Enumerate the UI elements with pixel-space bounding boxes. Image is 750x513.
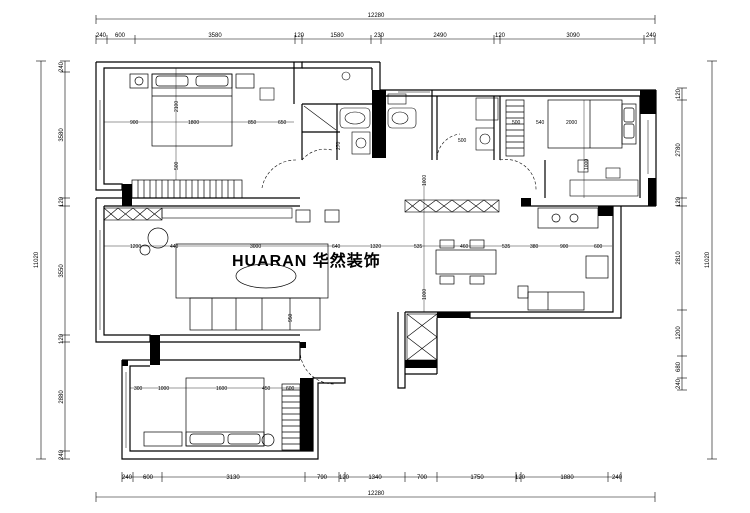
bathroom-fixtures bbox=[303, 71, 417, 155]
bottom-dim-9: 120 bbox=[515, 475, 526, 481]
lv-dim-3000: 3000 bbox=[250, 244, 261, 250]
cabinet-x-hatch-entry bbox=[406, 313, 438, 361]
mb-dim-850: 850 bbox=[248, 120, 257, 126]
bottom-dim-8: 1750 bbox=[470, 475, 484, 481]
top-overall-dimension: 12280 bbox=[368, 13, 385, 19]
wardrobe-third bbox=[281, 383, 301, 451]
mb-dim-650: 650 bbox=[278, 120, 287, 126]
tb-dim-1000: 1000 bbox=[158, 386, 169, 392]
cabinet-x-hatch-hall bbox=[404, 199, 500, 213]
bottom-dim-7: 700 bbox=[417, 475, 428, 481]
top-dim-3: 3580 bbox=[208, 33, 222, 39]
top-dim-9: 3090 bbox=[566, 33, 580, 39]
right-dim-4: 2810 bbox=[676, 251, 682, 265]
lv-dim-640: 640 bbox=[332, 244, 341, 250]
top-dim-2: 600 bbox=[115, 33, 126, 39]
bottom-dim-3: 3130 bbox=[226, 475, 240, 481]
bottom-dim-2: 600 bbox=[143, 475, 154, 481]
tb-dim-300: 300 bbox=[134, 386, 143, 392]
right-dim-7: 240 bbox=[676, 378, 682, 389]
tb-dim-450: 450 bbox=[262, 386, 271, 392]
dn-dim-535a: 535 bbox=[414, 244, 423, 250]
second-bed-desk bbox=[569, 159, 639, 197]
right-dim-5: 1200 bbox=[676, 326, 682, 340]
lv-dim-440: 440 bbox=[170, 244, 179, 250]
left-overall-dimension: 11020 bbox=[34, 251, 40, 268]
wardrobe-second bbox=[505, 99, 525, 157]
top-dim-6: 230 bbox=[374, 33, 385, 39]
lv-dim-950: 950 bbox=[288, 313, 294, 322]
right-dim-6: 680 bbox=[676, 361, 682, 372]
bottom-dim-1: 240 bbox=[122, 475, 133, 481]
left-dim-1: 240 bbox=[59, 61, 65, 72]
master-bed bbox=[129, 73, 255, 147]
right-dim-3: 120 bbox=[676, 196, 682, 207]
cabinet-x-hatch-left bbox=[103, 207, 293, 221]
left-dim-2: 3580 bbox=[59, 128, 65, 142]
top-dim-4: 120 bbox=[294, 33, 305, 39]
left-dim-7: 240 bbox=[59, 449, 65, 460]
sb-dim-540: 540 bbox=[536, 120, 545, 126]
left-dimension-lines bbox=[36, 60, 70, 460]
door-swings bbox=[261, 133, 537, 385]
left-dim-4: 3550 bbox=[59, 264, 65, 278]
lv-dim-1200: 1200 bbox=[130, 244, 141, 250]
mb-dim-2100: 2100 bbox=[174, 101, 180, 112]
sb-dim-500: 500 bbox=[512, 120, 521, 126]
dn-dim-380: 380 bbox=[530, 244, 539, 250]
top-dim-5: 1580 bbox=[330, 33, 344, 39]
dn-dim-1000: 1000 bbox=[422, 289, 428, 300]
left-dim-6: 2880 bbox=[59, 390, 65, 404]
watermark: HUARAN 华然装饰 bbox=[232, 251, 381, 270]
master-desk bbox=[259, 87, 275, 101]
top-dimension-lines bbox=[95, 15, 656, 44]
windows bbox=[99, 91, 649, 448]
top-dim-10: 240 bbox=[646, 33, 657, 39]
right-dim-2: 2780 bbox=[676, 143, 682, 157]
bath-dim-500: 500 bbox=[458, 138, 467, 144]
bottom-dimension-lines bbox=[95, 472, 656, 502]
dining-table bbox=[435, 239, 497, 285]
dn-dim-535b: 535 bbox=[502, 244, 511, 250]
top-dim-1: 240 bbox=[96, 33, 107, 39]
right-dim-1: 120 bbox=[676, 88, 682, 99]
lv-dim-1320: 1320 bbox=[370, 244, 381, 250]
bottom-dim-4: 790 bbox=[317, 475, 328, 481]
top-dim-8: 120 bbox=[495, 33, 506, 39]
left-dim-5: 120 bbox=[59, 333, 65, 344]
dn-dim-460: 460 bbox=[460, 244, 469, 250]
dn-dim-600: 600 bbox=[594, 244, 603, 250]
tb-dim-600: 600 bbox=[286, 386, 295, 392]
mb-dim-1800: 1800 bbox=[188, 120, 199, 126]
bath-dim-270: 270 bbox=[336, 141, 342, 150]
third-bed bbox=[143, 377, 275, 447]
dn-dim-900: 900 bbox=[560, 244, 569, 250]
mb-dim-500: 500 bbox=[174, 161, 180, 170]
left-dim-3: 120 bbox=[59, 196, 65, 207]
solid-wall-pieces bbox=[122, 90, 656, 451]
right-overall-dimension: 11020 bbox=[705, 251, 711, 268]
top-dim-7: 2490 bbox=[433, 33, 447, 39]
sb-dim-2000: 2000 bbox=[566, 120, 577, 126]
wardrobe-master bbox=[131, 179, 243, 199]
bottom-dim-6: 1340 bbox=[368, 475, 382, 481]
bottom-dim-10: 1880 bbox=[560, 475, 574, 481]
tb-dim-1600: 1600 bbox=[216, 386, 227, 392]
mb-dim-900: 900 bbox=[130, 120, 139, 126]
second-bed bbox=[547, 99, 637, 149]
washer-area bbox=[475, 97, 499, 151]
right-dimension-lines bbox=[677, 60, 717, 460]
bottom-dim-11: 240 bbox=[612, 475, 623, 481]
bottom-dim-5: 120 bbox=[339, 475, 350, 481]
living-furniture bbox=[139, 209, 340, 331]
hall-dim-1000: 1000 bbox=[422, 175, 428, 186]
kitchen-counter bbox=[517, 207, 609, 311]
reference-lines bbox=[104, 68, 612, 389]
sb-dim-1000: 1000 bbox=[584, 159, 590, 170]
bottom-overall-dimension: 12280 bbox=[368, 491, 385, 497]
